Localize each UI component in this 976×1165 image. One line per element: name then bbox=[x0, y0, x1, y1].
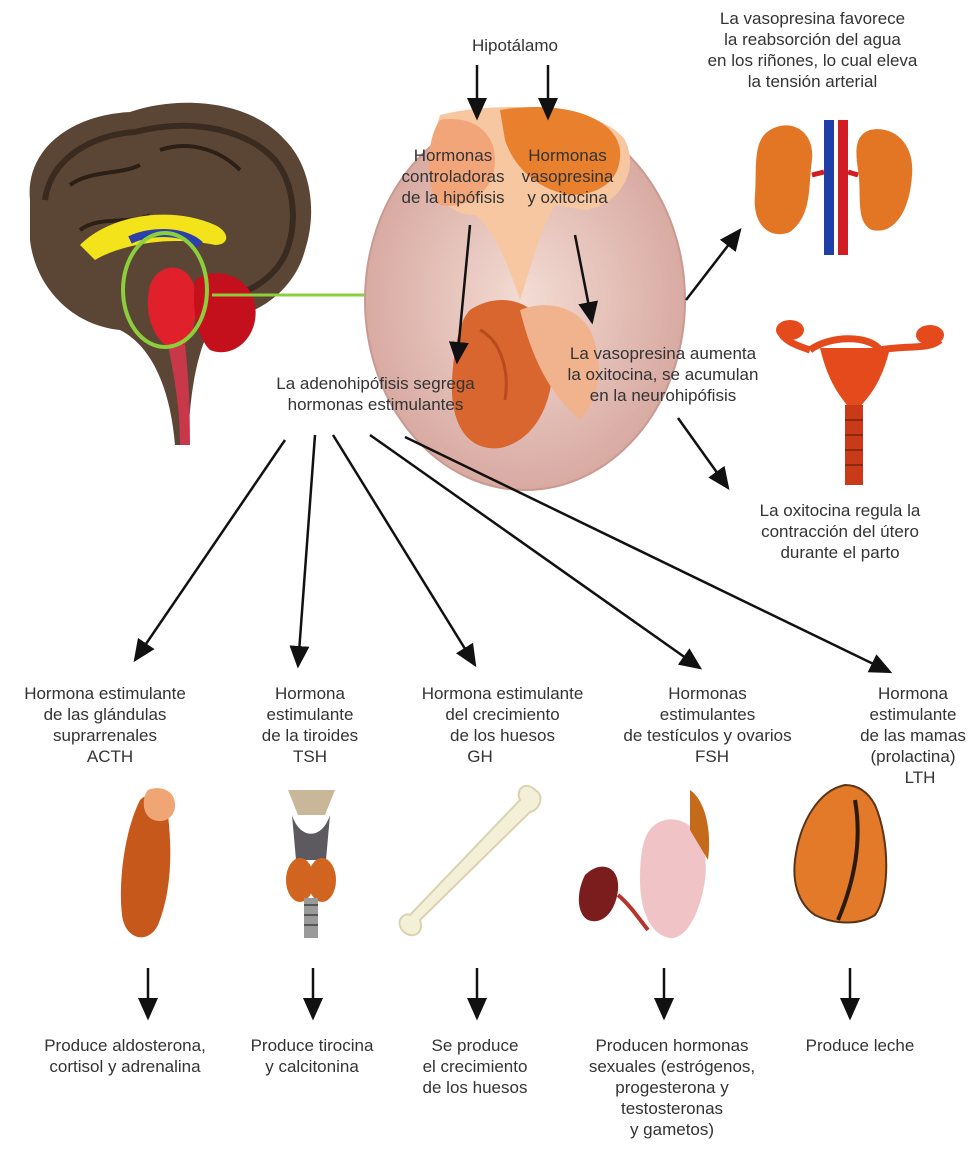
bone-illustration bbox=[400, 786, 541, 935]
effect-fsh: Producen hormonas sexuales (estrógenos, … bbox=[572, 1035, 772, 1140]
vaso-kidney-label: La vasopresina favorece la reabsorción d… bbox=[680, 8, 945, 92]
effect-tsh: Produce tirocina y calcitonina bbox=[232, 1035, 392, 1077]
kidneys-illustration bbox=[755, 120, 913, 255]
neuro-label: La vasopresina aumenta la oxitocina, se … bbox=[548, 343, 778, 406]
testis-ovary-illustration bbox=[579, 790, 709, 938]
effect-lth: Produce leche bbox=[790, 1035, 930, 1056]
hormone-name-lth: Hormona estimulante de las mamas (prolac… bbox=[850, 683, 976, 767]
hormone-code-lth: LTH bbox=[880, 767, 960, 788]
vaso-oxi-label: Hormonas vasopresina y oxitocina bbox=[505, 145, 630, 208]
acth-arrow bbox=[135, 440, 285, 660]
hormone-code-tsh: TSH bbox=[270, 746, 350, 767]
thyroid-illustration bbox=[286, 790, 336, 938]
uterus-illustration bbox=[776, 320, 944, 485]
adrenal-gland-illustration bbox=[121, 788, 175, 937]
hormone-code-acth: ACTH bbox=[70, 746, 150, 767]
hormone-code-fsh: FSH bbox=[672, 746, 752, 767]
tsh-arrow bbox=[298, 435, 315, 666]
hypothalamus-label: Hipotálamo bbox=[430, 35, 600, 56]
hormone-name-tsh: Hormona estimulante de la tiroides bbox=[240, 683, 380, 746]
kidney-arrow bbox=[686, 230, 740, 300]
adeno-label: La adenohipófisis segrega hormonas estim… bbox=[258, 373, 493, 415]
effect-gh: Se produce el crecimiento de los huesos bbox=[400, 1035, 550, 1098]
hormone-name-gh: Hormona estimulante del crecimiento de l… bbox=[400, 683, 605, 746]
uterus-arrow bbox=[678, 418, 728, 488]
hormone-name-acth: Hormona estimulante de las glándulas sup… bbox=[0, 683, 210, 746]
hormone-code-gh: GH bbox=[440, 746, 520, 767]
hormone-name-fsh: Hormonas estimulantes de testículos y ov… bbox=[600, 683, 815, 746]
breast-illustration bbox=[794, 785, 886, 923]
effect-acth: Produce aldosterona, cortisol y adrenali… bbox=[10, 1035, 240, 1077]
oxi-uterus-label: La oxitocina regula la contracción del ú… bbox=[730, 500, 950, 563]
